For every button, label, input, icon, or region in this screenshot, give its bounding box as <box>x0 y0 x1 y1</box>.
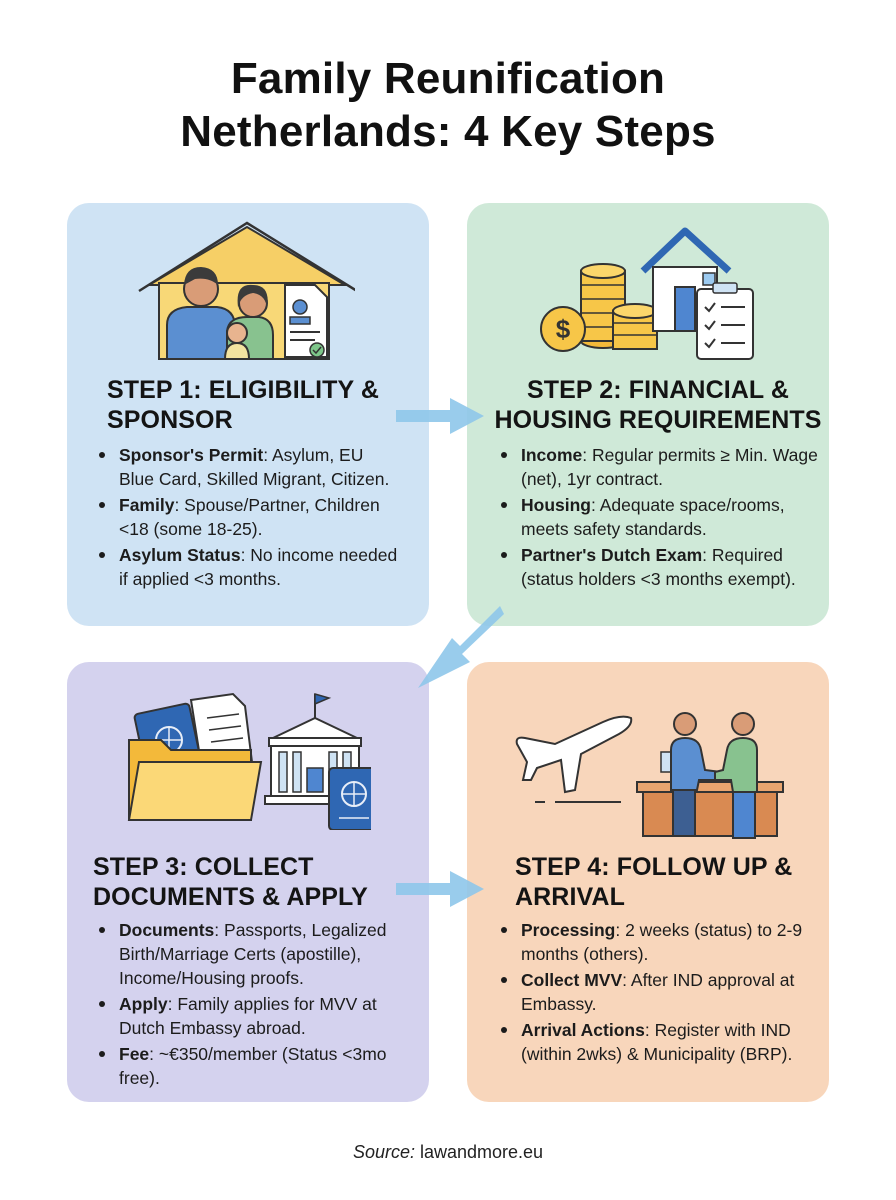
step-1-illustration <box>138 221 355 360</box>
handshake-people-icon <box>670 712 758 839</box>
bullet-text: : After IND approval at Embassy. <box>521 970 795 1014</box>
page-title-line-1: Family Reunification <box>230 54 666 103</box>
step-4-bullet-2: Collect MVV: After IND approval at Embas… <box>499 968 815 1016</box>
bullet-text: : Passports, Legalized Birth/Marriage Ce… <box>119 920 387 988</box>
step-2-title: STEP 2: FINANCIAL & HOUSING REQUIREMENTS <box>493 375 823 435</box>
step-2-bullet-3: Partner's Dutch Exam: Required (status h… <box>499 543 821 591</box>
step-3-card: STEP 3: COLLECT DOCUMENTS & APPLY Docume… <box>67 662 429 1102</box>
bullet-label: Asylum Status <box>119 545 241 565</box>
bullet-label: Processing <box>521 920 616 940</box>
bullet-label: Income <box>521 445 583 465</box>
step-2-title-line-2: HOUSING REQUIREMENTS <box>494 406 822 434</box>
folder-icon <box>127 739 263 821</box>
step-1-bullet-3: Asylum Status: No income needed if appli… <box>97 543 402 591</box>
house-icon <box>640 227 732 332</box>
step-2-bullet-1: Income: Regular permits ≥ Min. Wage (net… <box>499 443 821 491</box>
bullet-label: Family <box>119 495 175 515</box>
bullet-label: Arrival Actions <box>521 1020 645 1040</box>
bullet-text: : ~€350/member (Status <3mo free). <box>119 1044 387 1088</box>
bullet-label: Housing <box>521 495 591 515</box>
step-4-bullet-list: Processing: 2 weeks (status) to 2-9 mont… <box>499 918 815 1068</box>
bullet-label: Apply <box>119 994 168 1014</box>
step-4-bullet-1: Processing: 2 weeks (status) to 2-9 mont… <box>499 918 815 966</box>
bullet-text: : Required (status holders <3 months exe… <box>521 545 796 589</box>
step-3-title: STEP 3: COLLECT DOCUMENTS & APPLY <box>93 852 368 912</box>
step-1-title-line-2: SPONSOR <box>107 406 233 434</box>
dollar-coin-icon: $ <box>540 306 586 352</box>
airplane-icon <box>515 715 633 803</box>
arrow-step-3-to-4 <box>396 871 484 907</box>
reception-desk-icon <box>636 751 784 837</box>
svg-text:$: $ <box>556 314 571 344</box>
coin-stack-icon <box>580 263 658 350</box>
step-1-title: STEP 1: ELIGIBILITY & SPONSOR <box>107 375 379 435</box>
step-2-bullet-list: Income: Regular permits ≥ Min. Wage (net… <box>499 443 821 593</box>
bullet-label: Partner's Dutch Exam <box>521 545 703 565</box>
bullet-text: : No income needed if applied <3 months. <box>119 545 398 589</box>
step-3-bullet-2: Apply: Family applies for MVV at Dutch E… <box>97 992 417 1040</box>
bullet-text: : Spouse/Partner, Children <18 (some 18-… <box>119 495 380 539</box>
arrow-step-1-to-2 <box>396 398 484 434</box>
bullet-label: Collect MVV <box>521 970 623 990</box>
step-1-card: STEP 1: ELIGIBILITY & SPONSOR Sponsor's … <box>67 203 429 626</box>
step-3-bullet-3: Fee: ~€350/member (Status <3mo free). <box>97 1042 417 1090</box>
step-2-illustration: $ <box>540 227 754 360</box>
step-3-bullet-list: Documents: Passports, Legalized Birth/Ma… <box>97 918 417 1092</box>
step-3-bullet-1: Documents: Passports, Legalized Birth/Ma… <box>97 918 417 990</box>
step-1-bullet-list: Sponsor's Permit: Asylum, EU Blue Card, … <box>97 443 402 593</box>
step-4-card: STEP 4: FOLLOW UP & ARRIVAL Processing: … <box>467 662 829 1102</box>
step-4-title-line-1: STEP 4: FOLLOW UP & <box>515 853 793 881</box>
bullet-text: : Asylum, EU Blue Card, Skilled Migrant,… <box>119 445 390 489</box>
step-3-title-line-1: STEP 3: COLLECT <box>93 853 314 881</box>
passport-icon <box>328 767 371 830</box>
bullet-text: : Register with IND (within 2wks) & Muni… <box>521 1020 793 1064</box>
page-title: Family Reunification Netherlands: 4 Key … <box>0 52 896 158</box>
arrow-step-2-to-3 <box>418 606 504 688</box>
checklist-clipboard-icon <box>696 282 754 360</box>
bullet-label: Sponsor's Permit <box>119 445 264 465</box>
step-1-title-line-1: STEP 1: ELIGIBILITY & <box>107 376 380 404</box>
step-3-title-line-2: DOCUMENTS & APPLY <box>93 883 368 911</box>
step-1-bullet-1: Sponsor's Permit: Asylum, EU Blue Card, … <box>97 443 402 491</box>
step-4-title-line-2: ARRIVAL <box>515 883 625 911</box>
step-2-bullet-2: Housing: Adequate space/rooms, meets saf… <box>499 493 821 541</box>
step-2-title-line-1: STEP 2: FINANCIAL & <box>526 376 790 404</box>
page-title-line-2: Netherlands: 4 Key Steps <box>180 107 716 156</box>
step-2-card: $ STEP 2: FINANCIAL & HOUSING REQUIREMEN… <box>467 203 829 626</box>
step-4-bullet-3: Arrival Actions: Register with IND (with… <box>499 1018 815 1066</box>
bullet-text: : Regular permits ≥ Min. Wage (net), 1yr… <box>521 445 818 489</box>
step-4-illustration <box>515 712 784 839</box>
step-4-title: STEP 4: FOLLOW UP & ARRIVAL <box>515 852 792 912</box>
bullet-label: Fee <box>119 1044 150 1064</box>
source-credit: Source: lawandmore.eu <box>0 1142 896 1163</box>
bullet-text: : Family applies for MVV at Dutch Embass… <box>119 994 377 1038</box>
bullet-text: : Adequate space/rooms, meets safety sta… <box>521 495 785 539</box>
source-label: Source: <box>352 1142 415 1162</box>
step-1-bullet-2: Family: Spouse/Partner, Children <18 (so… <box>97 493 402 541</box>
bullet-label: Documents <box>119 920 215 940</box>
source-value: lawandmore.eu <box>414 1142 544 1162</box>
family-icon <box>166 267 274 360</box>
step-3-illustration <box>127 692 371 830</box>
id-document-icon <box>284 284 328 358</box>
bullet-text: : 2 weeks (status) to 2-9 months (others… <box>521 920 803 964</box>
